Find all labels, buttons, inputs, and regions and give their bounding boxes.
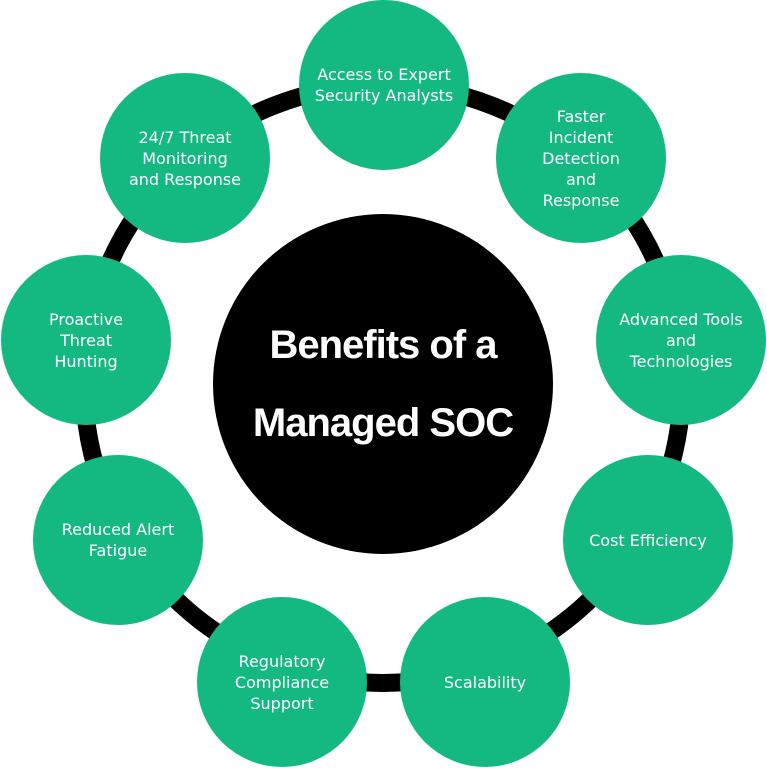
benefit-node: Regulatory Compliance Support xyxy=(197,597,367,767)
benefit-node: 24/7 Threat Monitoring and Response xyxy=(100,73,270,243)
benefit-label: Scalability xyxy=(443,672,527,692)
benefit-label: Reduced Alert Fatigue xyxy=(61,520,175,560)
benefit-node: Faster Incident Detection and Response xyxy=(496,73,666,243)
benefit-label: Faster Incident Detection and Response xyxy=(542,106,620,210)
benefit-label: Proactive Threat Hunting xyxy=(48,309,123,371)
benefit-node: Advanced Tools and Technologies xyxy=(596,255,766,425)
diagram-title: Benefits of a Managed SOC xyxy=(252,323,514,445)
benefit-node: Proactive Threat Hunting xyxy=(1,255,171,425)
benefit-label: Advanced Tools and Technologies xyxy=(619,309,743,371)
center-circle: Benefits of a Managed SOC xyxy=(213,214,553,554)
benefit-label: Access to Expert Security Analysts xyxy=(314,65,454,105)
benefit-label: Regulatory Compliance Support xyxy=(234,651,330,713)
benefit-node: Scalability xyxy=(400,597,570,767)
benefit-node: Reduced Alert Fatigue xyxy=(33,455,203,625)
benefit-node: Cost Efficiency xyxy=(563,455,733,625)
benefit-label: Cost Efficiency xyxy=(589,530,707,550)
benefit-label: 24/7 Threat Monitoring and Response xyxy=(128,127,242,189)
benefit-node: Access to Expert Security Analysts xyxy=(299,0,469,170)
